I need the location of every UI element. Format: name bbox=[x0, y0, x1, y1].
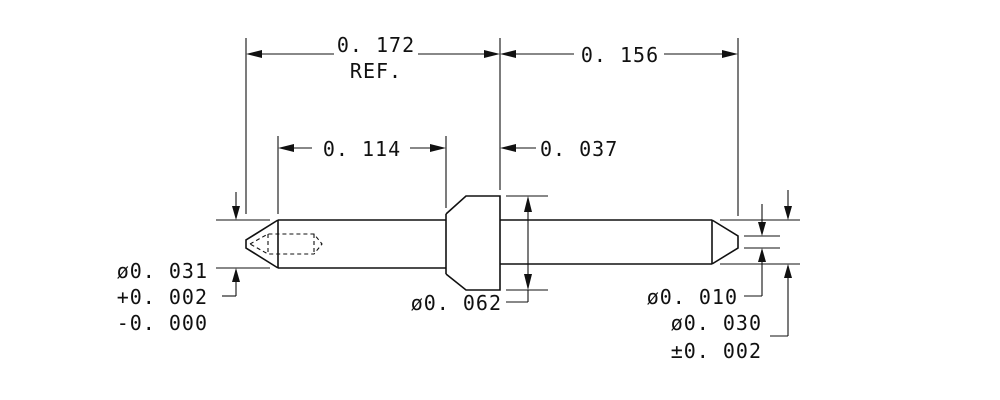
dim-left-diameter-tol-plus: +0. 002 bbox=[117, 285, 208, 309]
dim-overall-left: 0. 172 REF. bbox=[246, 33, 500, 83]
dim-overall-right-value: 0. 156 bbox=[581, 43, 659, 67]
dim-left-nose-arrow bbox=[232, 192, 240, 220]
dim-left-diameter: ø0. 031 +0. 002 -0. 000 bbox=[117, 259, 240, 335]
dim-collar-width-value: 0. 037 bbox=[540, 137, 618, 161]
dim-overall-right: 0. 156 bbox=[500, 43, 738, 67]
dim-tip-length: 0. 114 bbox=[278, 137, 446, 161]
dim-shaft-diameter-tol: ±0. 002 bbox=[671, 339, 762, 363]
dim-shaft-diameter: ø0. 030 ±0. 002 bbox=[671, 190, 792, 363]
dim-left-diameter-tol-minus: -0. 000 bbox=[117, 311, 208, 335]
dim-tip-diameter: ø0. 010 bbox=[647, 204, 766, 309]
dim-shaft-diameter-value: ø0. 030 bbox=[671, 311, 762, 335]
dim-overall-left-note: REF. bbox=[350, 59, 402, 83]
dim-overall-left-value: 0. 172 bbox=[337, 33, 415, 57]
extension-lines bbox=[216, 38, 800, 291]
dim-left-diameter-value: ø0. 031 bbox=[117, 259, 208, 283]
dim-tip-diameter-value: ø0. 010 bbox=[647, 285, 738, 309]
dim-collar-diameter: ø0. 062 bbox=[411, 196, 532, 315]
hidden-bore bbox=[248, 233, 323, 255]
pin-outline bbox=[245, 195, 739, 291]
dim-collar-diameter-value: ø0. 062 bbox=[411, 291, 502, 315]
dim-tip-length-value: 0. 114 bbox=[323, 137, 401, 161]
dim-collar-width: 0. 037 bbox=[500, 137, 618, 161]
